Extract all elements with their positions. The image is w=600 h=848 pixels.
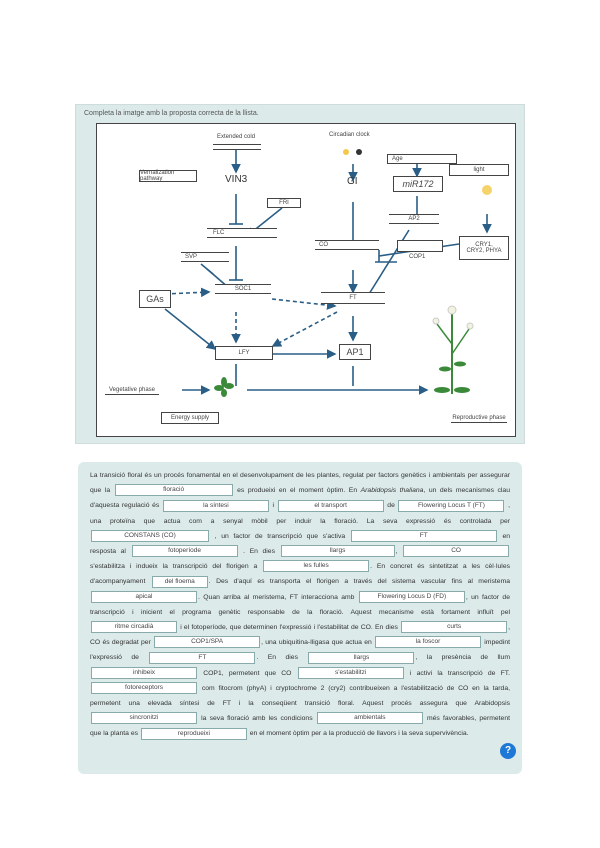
answer-slot-8[interactable]: llargs <box>280 545 395 558</box>
node-ap2[interactable]: AP2 <box>389 214 439 224</box>
answer-slot-1[interactable]: floració <box>114 484 233 497</box>
answer-slot-18[interactable]: FT <box>149 651 256 664</box>
node-svp[interactable]: SVP <box>181 252 229 262</box>
text-segment: , un dels mecanismes clau d'aquesta regu… <box>90 487 510 510</box>
label-light: light <box>449 164 509 176</box>
text-segment: de <box>387 502 395 510</box>
node-soc1[interactable]: SOC1 <box>215 284 271 294</box>
label-vegetative: Vegetative phase <box>105 386 159 395</box>
text-segment: COP1, permetent que CO <box>203 669 292 677</box>
text-segment: , <box>395 548 398 556</box>
text-segment: , CO és degradat per <box>90 624 511 647</box>
answer-slot-13[interactable]: Flowering Locus D (FD) <box>358 590 465 603</box>
text-segment: en el moment òptim per a la producció de… <box>249 730 469 738</box>
text-segment: s'estabilitza i indueix la transcripció … <box>90 563 258 571</box>
answer-slot-17[interactable]: la foscor <box>375 636 482 649</box>
answer-slot-16[interactable]: COP1/SPA <box>154 636 261 649</box>
answer-slot-19[interactable]: llargs <box>308 651 415 664</box>
node-lfy[interactable]: LFY <box>215 346 273 360</box>
node-vin3: VIN3 <box>225 174 248 185</box>
moon-icon <box>356 149 362 155</box>
answer-slot-4[interactable]: Flowering Locus T (FT) <box>398 499 505 512</box>
label-vernalization: Vernalization pathway <box>139 170 197 182</box>
text-segment: La transició floral és un procés fonamen… <box>90 472 510 495</box>
node-mir172: miR172 <box>393 176 443 192</box>
answer-slot-9[interactable]: CO <box>403 545 510 558</box>
text-segment: impedint l'expressió de <box>90 639 510 662</box>
text-segment: , un factor de transcripció i inicient e… <box>90 593 510 616</box>
rosette-icon <box>214 377 234 397</box>
answer-slot-14[interactable]: ritme circadià <box>91 621 177 634</box>
answer-slot-15[interactable]: curts <box>401 621 508 634</box>
text-segment: en resposta al <box>90 532 510 556</box>
label-extended-cold: Extended cold <box>217 134 256 140</box>
text-segment: . En dies <box>243 548 275 556</box>
answer-slot-22[interactable]: fotoreceptors <box>91 682 197 695</box>
slot-cop1-box[interactable] <box>397 240 443 252</box>
node-ap1: AP1 <box>339 344 371 360</box>
node-co[interactable]: CO <box>315 240 379 250</box>
answer-slot-7[interactable]: fotoperíode <box>131 545 238 558</box>
flowering-diagram: Extended cold Circadian clock Vernalizat… <box>96 123 516 437</box>
text-segment: . En dies <box>256 654 298 662</box>
answer-slot-24[interactable]: ambientals <box>316 712 423 725</box>
text-segment: més favorables, permetent que la planta … <box>90 715 511 738</box>
answer-slot-23[interactable]: sincronitzi <box>91 712 197 725</box>
text-segment: . Des d'aquí es transporta el florigen a… <box>208 578 511 586</box>
light-sun-icon <box>482 185 492 195</box>
node-cop1: COP1 <box>409 254 426 260</box>
label-circadian-clock: Circadian clock <box>329 132 370 138</box>
text-segment: i <box>272 502 275 510</box>
text-segment: . Quan arriba al meristema, FT interacci… <box>198 593 355 601</box>
label-reproductive: Reproductive phase <box>451 414 507 423</box>
node-fri: FRI <box>267 198 301 208</box>
help-button[interactable]: ? <box>500 743 516 759</box>
diagram-arrows <box>164 149 492 397</box>
cloze-paragraph: La transició floral és un procés fonamen… <box>90 468 510 742</box>
node-gas: GAs <box>139 290 171 308</box>
answer-slot-21[interactable]: s'estabilitzi <box>297 666 404 679</box>
answer-slot-3[interactable]: el transport <box>277 499 384 512</box>
image-panel: Completa la imatge amb la proposta corre… <box>75 104 525 444</box>
answer-slot-11[interactable]: del floema <box>151 575 208 588</box>
answer-slot-20[interactable]: inhibeix <box>91 666 197 679</box>
answer-slot-12[interactable]: apical <box>91 590 197 603</box>
sun-icon <box>343 149 349 155</box>
text-segment: com fitocrom (phyA) i cryptochrome 2 (cr… <box>90 684 511 708</box>
text-segment: , una ubiquitina-lligasa que actua en <box>261 639 372 647</box>
text-italic: Arabidopsis thaliana <box>360 487 424 495</box>
answer-slot-6[interactable]: FT <box>350 530 497 543</box>
node-flc[interactable]: FLC <box>207 228 277 238</box>
node-ft[interactable]: FT <box>321 292 385 304</box>
text-segment: i el fotoperíode, que determinen l'expre… <box>180 624 398 632</box>
node-gi: GI <box>347 176 358 187</box>
text-segment: i activi la transcripció de FT. <box>409 669 511 677</box>
text-segment: . En concret és sintetitzat a les cèl·lu… <box>90 563 510 586</box>
flowering-plant-icon <box>432 305 474 394</box>
text-panel: La transició floral és un procés fonamen… <box>78 462 522 774</box>
node-cry-phy: CRY1, CRY2, PHYA <box>459 236 509 260</box>
answer-slot-25[interactable]: reprodueixi <box>140 727 247 740</box>
text-segment: la seva floració amb les condicions <box>201 715 313 723</box>
text-segment: , una proteïna que actua com a senyal mò… <box>90 502 510 525</box>
answer-slot-2[interactable]: la síntesi <box>162 499 269 512</box>
answer-slot-10[interactable]: les fulles <box>263 560 370 573</box>
label-energy-supply: Energy supply <box>161 412 219 424</box>
answer-slot-5[interactable]: CONSTANS (CO) <box>91 530 209 543</box>
text-segment: , la presència de llum <box>415 654 510 662</box>
text-segment: es produeixi en el moment òptim. En <box>237 487 358 495</box>
slot-top-left[interactable] <box>213 144 261 150</box>
label-age: Age <box>387 154 457 164</box>
instruction-text: Completa la imatge amb la proposta corre… <box>84 110 259 117</box>
text-segment: , un factor de transcripció que s'activa <box>214 532 346 540</box>
